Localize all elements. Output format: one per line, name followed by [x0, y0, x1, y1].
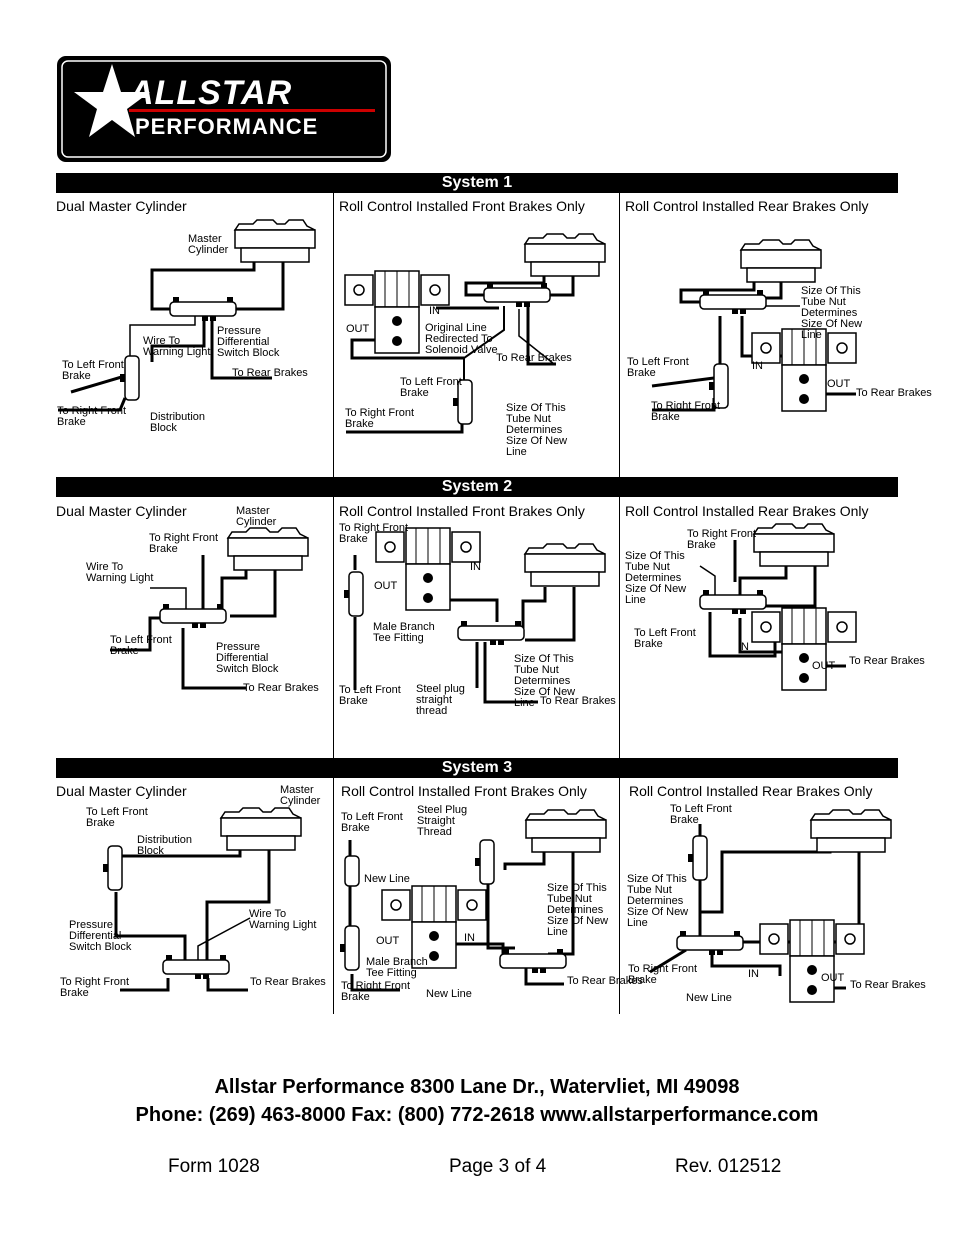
- column-divider: [619, 778, 620, 1014]
- panel-title: Roll Control Installed Rear Brakes Only: [625, 503, 869, 519]
- panel-title: Dual Master Cylinder: [56, 783, 187, 799]
- allstar-performance-logo: ALLSTAR PERFORMANCE: [57, 56, 391, 162]
- diagram-label: To Rear Brakes: [540, 695, 616, 707]
- diagram-label: OUT: [821, 972, 845, 984]
- diagram-label: New Line: [426, 988, 472, 1000]
- svg-text:PERFORMANCE: PERFORMANCE: [135, 114, 318, 139]
- diagram-label: To Rear Brakes: [856, 387, 932, 399]
- panel-title: Dual Master Cylinder: [56, 198, 187, 214]
- system-1-header: System 1: [56, 173, 898, 193]
- column-divider: [619, 193, 620, 477]
- page-number: Page 3 of 4: [449, 1156, 547, 1177]
- column-divider: [333, 778, 334, 1014]
- diagram-label: To Rear Brakes: [567, 975, 643, 987]
- diagram-label: To Rear Brakes: [850, 979, 926, 991]
- diagram-label: IN: [470, 561, 481, 573]
- column-divider: [619, 497, 620, 758]
- diagram-label: OUT: [346, 323, 370, 335]
- panel-title: Roll Control Installed Front Brakes Only: [339, 503, 585, 519]
- diagram-label: To Rear Brakes: [232, 367, 308, 379]
- diagram-label: OUT: [376, 935, 400, 947]
- form-number: Form 1028: [168, 1156, 260, 1177]
- diagram-label: OUT: [374, 580, 398, 592]
- svg-text:ALLSTAR: ALLSTAR: [128, 74, 292, 112]
- diagram-label: To Rear Brakes: [496, 352, 572, 364]
- diagram-label: OUT: [812, 660, 836, 672]
- revision: Rev. 012512: [675, 1156, 782, 1177]
- panel-title: Dual Master Cylinder: [56, 503, 187, 519]
- column-divider: [333, 193, 334, 477]
- panel-title: Roll Control Installed Front Brakes Only: [341, 783, 587, 799]
- system-2-header: System 2: [56, 477, 898, 497]
- diagram-label: IN: [752, 360, 763, 372]
- footer-contact: Phone: (269) 463-8000 Fax: (800) 772-261…: [135, 1104, 819, 1126]
- diagram-label: OUT: [827, 378, 851, 390]
- diagram-label: IN: [429, 305, 440, 317]
- diagram-label: IN: [738, 641, 749, 653]
- diagram-label: New Line: [686, 992, 732, 1004]
- diagram-label: To Rear Brakes: [849, 655, 925, 667]
- system-3-header: System 3: [56, 758, 898, 778]
- panel-title: Roll Control Installed Front Brakes Only: [339, 198, 585, 214]
- panel-title: Roll Control Installed Rear Brakes Only: [629, 783, 873, 799]
- column-divider: [333, 497, 334, 758]
- diagram-label: To Rear Brakes: [243, 682, 319, 694]
- footer-address: Allstar Performance 8300 Lane Dr., Water…: [214, 1076, 740, 1098]
- diagram-label: IN: [748, 968, 759, 980]
- star-icon: [74, 64, 150, 137]
- diagram-label: New Line: [364, 873, 410, 885]
- diagram-label: IN: [464, 932, 475, 944]
- panel-title: Roll Control Installed Rear Brakes Only: [625, 198, 869, 214]
- diagram-label: To Rear Brakes: [250, 976, 326, 988]
